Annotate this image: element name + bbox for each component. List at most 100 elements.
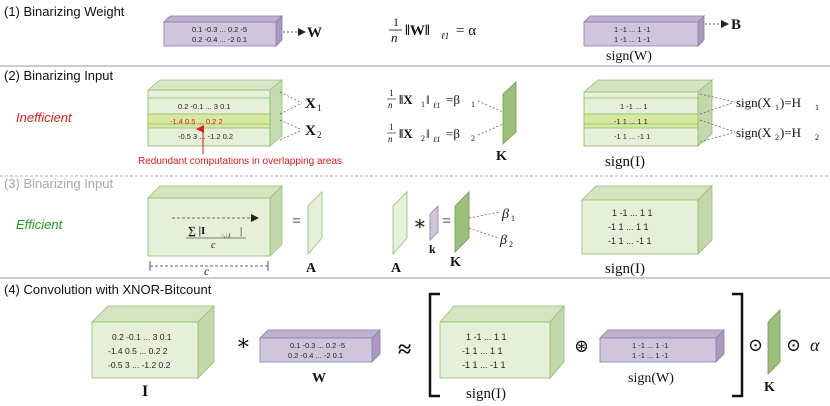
s-row-1: 1 -1 ... 1 (620, 102, 648, 111)
i-row-3: -0.5 3 ... -1.2 0.2 (108, 360, 171, 370)
alpha-symbol: α (810, 335, 820, 355)
a2-label: A (391, 261, 402, 276)
input-block-efficient: ∑ |I :,:,i | c (147, 185, 283, 257)
x2-pointer-bottom (279, 129, 303, 141)
beta1-sub: 1 (471, 100, 475, 109)
k-label-s3: K (450, 255, 461, 270)
h1-sub: 1 (775, 103, 779, 112)
k-label-s2: K (496, 149, 507, 164)
sign-i-caption-s2: sign(I) (605, 154, 645, 170)
beta1-norm-sub: 1 (421, 100, 425, 109)
star-s3: ∗ (413, 213, 427, 235)
beta1-equals: =β (446, 92, 460, 107)
section-2-title: (2) Binarizing Input (4, 68, 113, 83)
w-label-s4: W (312, 371, 326, 386)
xnor-symbol: ⊛ (574, 336, 589, 356)
efficient-tag: Efficient (16, 217, 64, 232)
beta2-sub-s3: 2 (509, 240, 513, 249)
s-row-2: -1 1 ... 1 1 (614, 117, 648, 126)
h2-expr: sign(X (736, 125, 772, 140)
small-k-kernel (429, 205, 439, 241)
section-1-title: (1) Binarizing Weight (4, 4, 125, 19)
w-row-2: 0.2 -0.4 ... -2 0.1 (192, 35, 247, 44)
input-block-i: 0.2 -0.1 ... 3 0.1 -1.4 0.5 ... 0.2 2 -0… (91, 305, 215, 379)
beta1-norm-close: ‖ (426, 92, 430, 107)
alpha-frac-den: n (391, 30, 398, 45)
weight-block-w-s4: 0.1 -0.3 ... 0.2 -5 0.2 -0.4 ... -2 0.1 (259, 329, 381, 363)
beta2-norm-sub: 2 (421, 134, 425, 143)
right-bracket (732, 292, 744, 398)
beta2-sub: 2 (471, 134, 475, 143)
beta2-equals: =β (446, 126, 460, 141)
sum-sub: :,:,i (222, 232, 231, 239)
b-row-1: 1 -1 ... 1 -1 (614, 25, 650, 34)
alpha-norm-sub: ℓ1 (441, 31, 449, 41)
section-3-title: (3) Binarizing Input (4, 176, 113, 191)
h1-expr: sign(X (736, 95, 772, 110)
equals-s3-b: = (442, 213, 451, 230)
i-row-1: 0.2 -0.1 ... 3 0.1 (112, 332, 172, 342)
x-row-3: -0.5 3 ... -1.2 0.2 (178, 132, 233, 141)
beta2-frac-num: 1 (389, 122, 394, 132)
section-4-title: (4) Convolution with XNOR-Bitcount (4, 282, 212, 297)
x2-sub: 2 (317, 130, 322, 140)
small-k-label: k (429, 242, 436, 256)
x-row-1: 0.2 -0.1 ... 3 0.1 (178, 102, 231, 111)
alpha-frac-num: 1 (393, 15, 399, 29)
odot-2: ⊙ (786, 335, 801, 355)
binary-block-b: 1 -1 ... 1 -1 1 -1 ... 1 -1 (583, 15, 705, 47)
w-row-1: 0.1 -0.3 ... 0.2 -5 (192, 25, 247, 34)
beta2-pointer-s3 (468, 227, 499, 239)
h2-sub: 2 (775, 133, 779, 142)
beta1-frac-num: 1 (389, 88, 394, 98)
w-label: W (307, 25, 322, 41)
g-row-1: 1 -1 ... 1 1 (612, 208, 653, 218)
a-label: A (306, 261, 317, 276)
sign-i-caption-s3: sign(I) (605, 261, 645, 277)
beta2-s3: β (499, 233, 507, 248)
binarized-block-efficient: 1 -1 ... 1 1 -1 1 ... 1 1 -1 1 ... -1 1 (581, 185, 713, 255)
beta1-sub-s3: 1 (511, 214, 515, 223)
alpha-equation: 1 n ‖W‖ ℓ1 = α (389, 15, 476, 45)
x2-pointer-top (279, 119, 303, 131)
equals-s3-a: = (292, 213, 301, 230)
beta-equations: 1 n ‖X 1 ‖ ℓ1 =β 1 1 n ‖X 2 ‖ ℓ1 =β 2 (387, 88, 475, 144)
inefficient-tag: Inefficient (16, 110, 73, 125)
matrix-a-2 (392, 191, 408, 256)
g-row-3: -1 1 ... -1 1 (608, 236, 652, 246)
binary-block-s4: 1 -1 ... 1 -1 1 -1 ... 1 -1 (599, 329, 725, 363)
i-row-2: -1.4 0.5 ... 0.2 2 (108, 346, 168, 356)
beta1-norm: ‖X (399, 92, 413, 107)
w4-row-2: 0.2 -0.4 ... -2 0.1 (288, 351, 343, 360)
x-row-2: -1.4 0.5 ... 0.2 2 (170, 117, 223, 126)
kernel-k-s2 (502, 81, 517, 145)
sign-w-caption: sign(W) (606, 49, 652, 64)
sign-w-caption-s4: sign(W) (628, 371, 674, 386)
s4-row-1: 1 -1 ... 1 1 (466, 332, 507, 342)
x1-sub: 1 (317, 103, 322, 113)
b-row-2: 1 -1 ... 1 -1 (614, 35, 650, 44)
s4-row-2: -1 1 ... 1 1 (462, 346, 503, 356)
c-dim-label: c (204, 264, 210, 278)
b-label: B (731, 17, 741, 33)
beta1-pointer (477, 100, 504, 113)
beta2-norm-close: ‖ (426, 126, 430, 141)
beta2-pointer (477, 123, 504, 136)
beta1-s3: β (501, 207, 509, 222)
beta2-l1: ℓ1 (433, 135, 440, 144)
matrix-a (307, 191, 323, 256)
b4-row-1: 1 -1 ... 1 -1 (632, 341, 668, 350)
odot-1: ⊙ (748, 335, 763, 355)
beta1-frac-den: n (388, 100, 393, 110)
sum-expr: ∑ |I (188, 225, 205, 237)
left-bracket (428, 292, 440, 398)
h1-sub2: 1 (815, 103, 819, 112)
sign-i-caption-s4: sign(I) (466, 386, 506, 402)
x2-label: X (305, 123, 316, 139)
g-row-2: -1 1 ... 1 1 (608, 222, 649, 232)
i-label: I (142, 383, 148, 400)
input-block-stacked: 0.2 -0.1 ... 3 0.1 -1.4 0.5 ... 0.2 2 -0… (146, 79, 284, 147)
approx-symbol: ≈ (398, 337, 411, 363)
k-label-s4: K (764, 380, 775, 395)
w4-row-1: 0.1 -0.3 ... 0.2 -5 (290, 341, 345, 350)
